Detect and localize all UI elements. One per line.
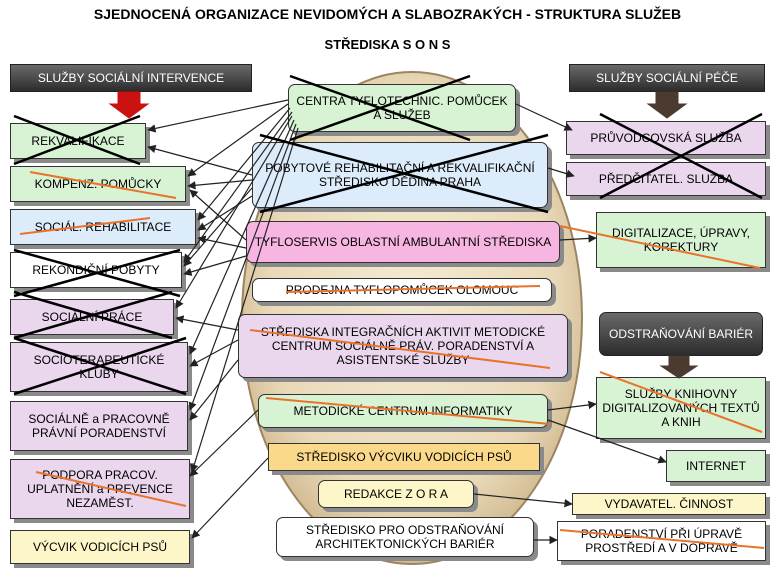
center-prodejna-olomouc: PRODEJNA TYFLOPOMŮCEK OLOMOUC xyxy=(252,278,552,302)
left-item-socialne-pracovne-poradenstvi: SOCIÁLNĚ a PRACOVNĚ PRÁVNÍ PORADENSTVÍ xyxy=(10,401,188,451)
diagram-subtitle: STŘEDISKA S O N S xyxy=(324,37,451,52)
center-strediska-integracnich-aktivit: STŘEDISKA INTEGRAČNÍCH AKTIVIT METODICKÉ… xyxy=(238,314,568,378)
left-header: SLUŽBY SOCIÁLNÍ INTERVENCE xyxy=(10,64,252,92)
center-redakce-zora: REDAKCE Z O R A xyxy=(318,480,474,508)
right-item-vydavatel-cinnost: VYDAVATEL. ČINNOST xyxy=(572,493,766,515)
center-vycvik-vodicich-psu: STŘEDISKO VÝCVIKU VODICÍCH PSŮ xyxy=(268,443,540,471)
center-metodicke-centrum-informatiky: METODICKÉ CENTRUM INFORMATIKY xyxy=(258,394,548,428)
center-pobytove-dedina-praha: POBYTOVÉ REHABILITAČNÍ A REKVALIFIKAČNÍ … xyxy=(252,142,548,208)
left-item-vycvik-vodicich-psu: VÝCVIK VODICÍCH PSŮ xyxy=(10,530,190,564)
barriers-header: ODSTRAŇOVÁNÍ BARIÉR xyxy=(599,312,763,356)
right-header: SLUŽBY SOCIÁLNÍ PÉČE xyxy=(569,64,765,92)
center-odstranovani-barier: STŘEDISKO PRO ODSTRAŇOVÁNÍ ARCHITEKTONIC… xyxy=(276,517,534,557)
right-item-internet: INTERNET xyxy=(666,450,766,482)
diagram-title: SJEDNOCENÁ ORGANIZACE NEVIDOMÝCH A SLABO… xyxy=(93,6,682,22)
center-tyfloservis: TYFLOSERVIS OBLASTNÍ AMBULANTNÍ STŘEDISK… xyxy=(246,221,560,263)
center-tyflotechnic: CENTRA TYFLOTECHNIC. POMŮCEK A SLUŽEB xyxy=(288,84,516,132)
